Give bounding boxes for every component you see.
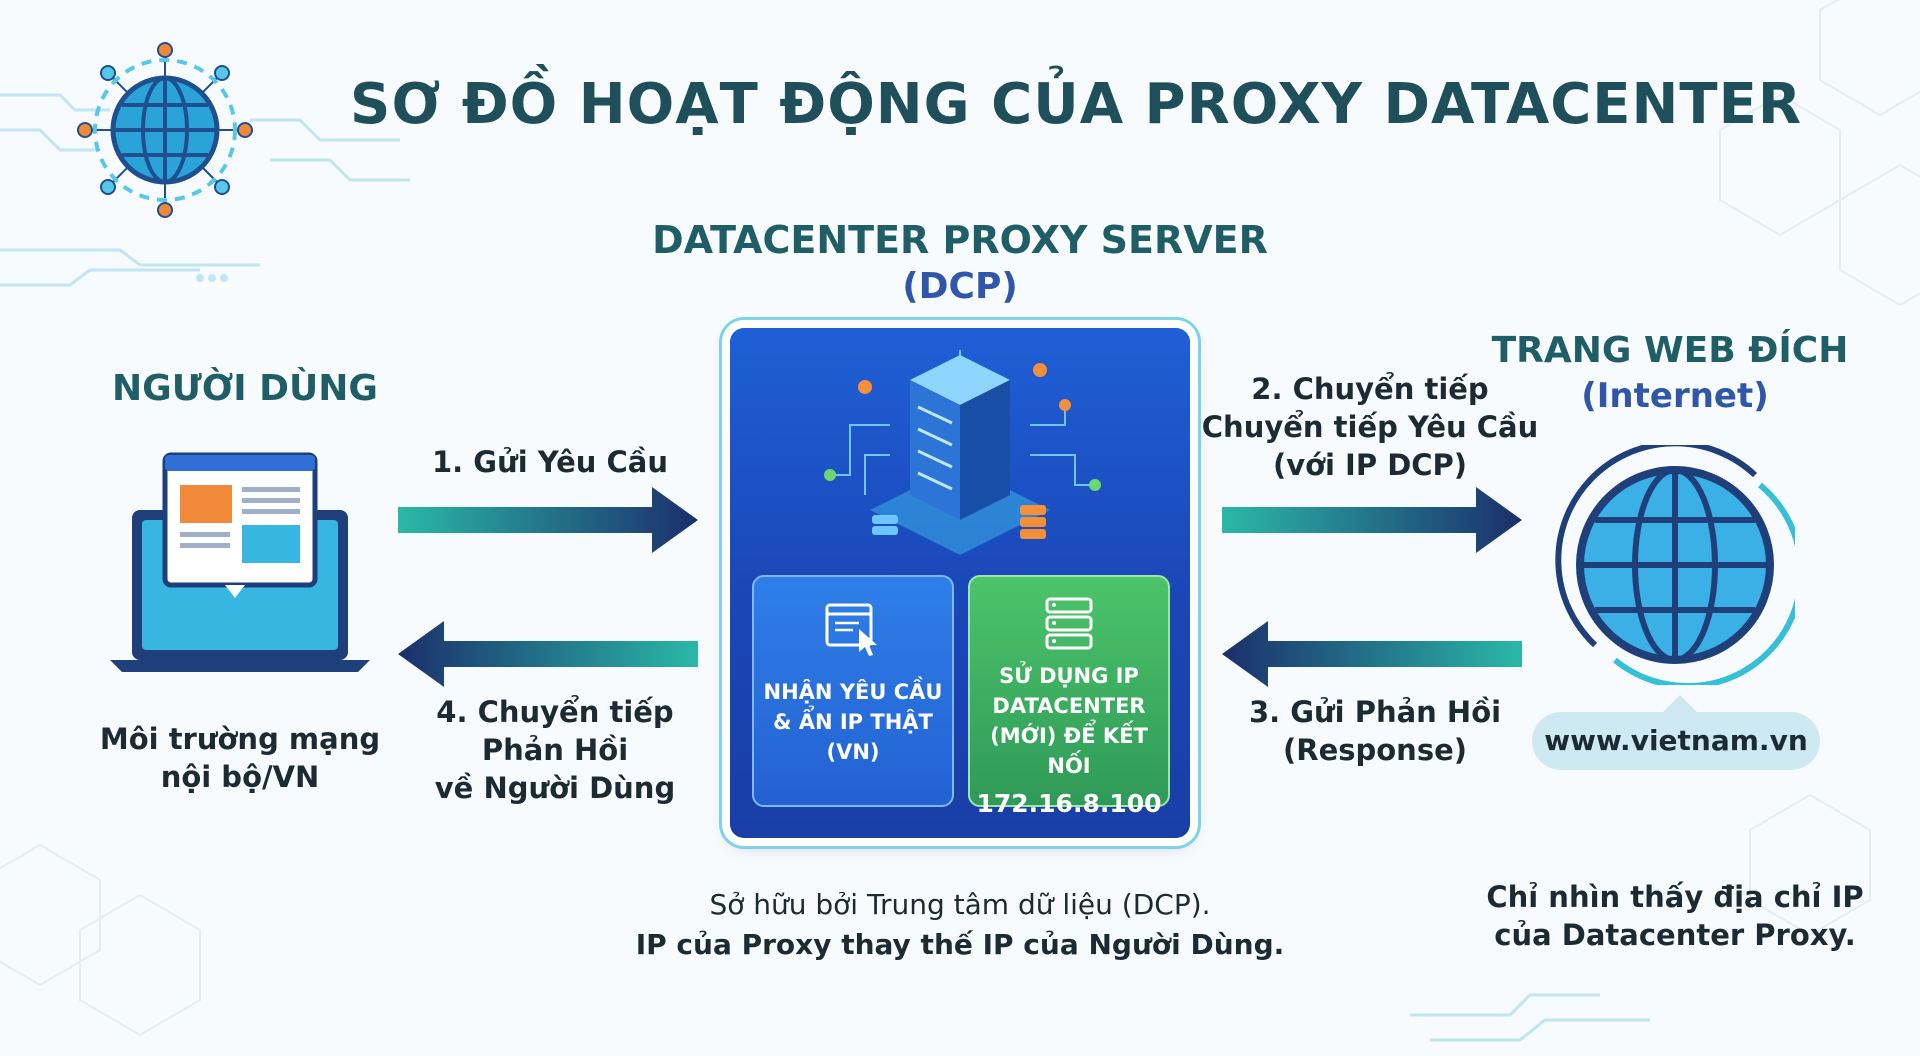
target-caption-line-1: Chỉ nhìn thấy địa chỉ IP: [1486, 880, 1864, 914]
step-4-line-1: 4. Chuyển tiếp: [436, 695, 674, 729]
user-caption: Môi trường mạng nội bộ/VN: [80, 720, 400, 796]
target-heading: TRANG WEB ĐÍCH: [1491, 330, 1849, 371]
globe-icon: [1555, 445, 1795, 685]
card-right-line-1: SỬ DỤNG IP: [999, 664, 1139, 688]
server-caption: Sở hữu bởi Trung tâm dữ liệu (DCP). IP c…: [620, 885, 1300, 965]
step-2-label: 2. Chuyển tiếp Chuyển tiếp Yêu Cầu (với …: [1200, 370, 1540, 484]
step-2-line-1: 2. Chuyển tiếp: [1251, 372, 1489, 406]
target-caption-line-2: của Datacenter Proxy.: [1494, 918, 1856, 952]
user-heading: NGƯỜI DÙNG: [112, 368, 378, 409]
server-heading: DATACENTER PROXY SERVER: [652, 218, 1268, 262]
arrow-step-2: [1222, 487, 1522, 553]
user-caption-line-2: nội bộ/VN: [160, 760, 320, 794]
target-caption: Chỉ nhìn thấy địa chỉ IP của Datacenter …: [1475, 878, 1875, 954]
step-4-label: 4. Chuyển tiếp Phản Hồi về Người Dùng: [405, 693, 705, 807]
step-3-label: 3. Gửi Phản Hồi (Response): [1220, 693, 1530, 769]
arrow-step-4: [398, 621, 698, 687]
server-rack-icon: [824, 350, 1101, 555]
step-2-line-2: Chuyển tiếp Yêu Cầu: [1201, 410, 1539, 444]
target-url: www.vietnam.vn: [1532, 712, 1820, 770]
server-abbr: (DCP): [902, 266, 1018, 307]
step-2-line-3: (với IP DCP): [1272, 448, 1468, 482]
card-use-datacenter-ip: SỬ DỤNG IP DATACENTER (MỚI) ĐỂ KẾT NỐI 1…: [968, 575, 1170, 818]
page-title: SƠ ĐỒ HOẠT ĐỘNG CỦA PROXY DATACENTER: [350, 72, 1802, 137]
user-caption-line-1: Môi trường mạng: [99, 722, 381, 756]
card-receive-request: NHẬN YÊU CẦU & ẨN IP THẬT (VN): [752, 575, 954, 807]
server-caption-line-2: IP của Proxy thay thế IP của Người Dùng.: [635, 928, 1285, 961]
server-caption-line-1: Sở hữu bởi Trung tâm dữ liệu (DCP).: [709, 888, 1211, 921]
step-4-line-3: về Người Dùng: [434, 771, 676, 805]
server-stack-icon: [1045, 597, 1093, 650]
card-right-line-3: (MỚI) ĐỂ KẾT NỐI: [990, 724, 1148, 778]
step-3-line-1: 3. Gửi Phản Hồi: [1248, 695, 1502, 729]
url-pill-pointer: [1660, 695, 1700, 715]
card-left-line-3: (VN): [826, 740, 880, 764]
arrow-step-1: [398, 487, 698, 553]
network-globe-logo: [77, 42, 253, 218]
laptop-icon: [110, 452, 370, 672]
target-sub: (Internet): [1581, 376, 1769, 416]
browser-cursor-icon: [825, 603, 877, 656]
proxy-ip-address: 172.16.8.100: [976, 789, 1162, 818]
step-1-label: 1. Gửi Yêu Cầu: [431, 445, 669, 479]
step-3-line-2: (Response): [1282, 733, 1468, 767]
arrow-step-3: [1222, 621, 1522, 687]
card-left-line-1: NHẬN YÊU CẦU: [763, 680, 943, 704]
card-right-line-2: DATACENTER: [992, 694, 1146, 718]
step-4-line-2: Phản Hồi: [481, 733, 629, 767]
card-left-line-2: & ẨN IP THẬT: [773, 710, 933, 734]
